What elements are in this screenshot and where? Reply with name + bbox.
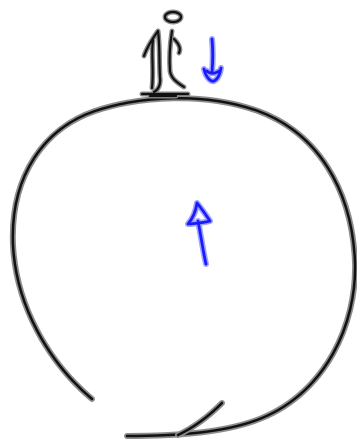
down-arrow-icon <box>204 39 221 81</box>
standing-person-sketch <box>142 12 188 96</box>
up-arrow-icon <box>188 203 210 264</box>
planet-circle-sketch <box>13 98 355 436</box>
